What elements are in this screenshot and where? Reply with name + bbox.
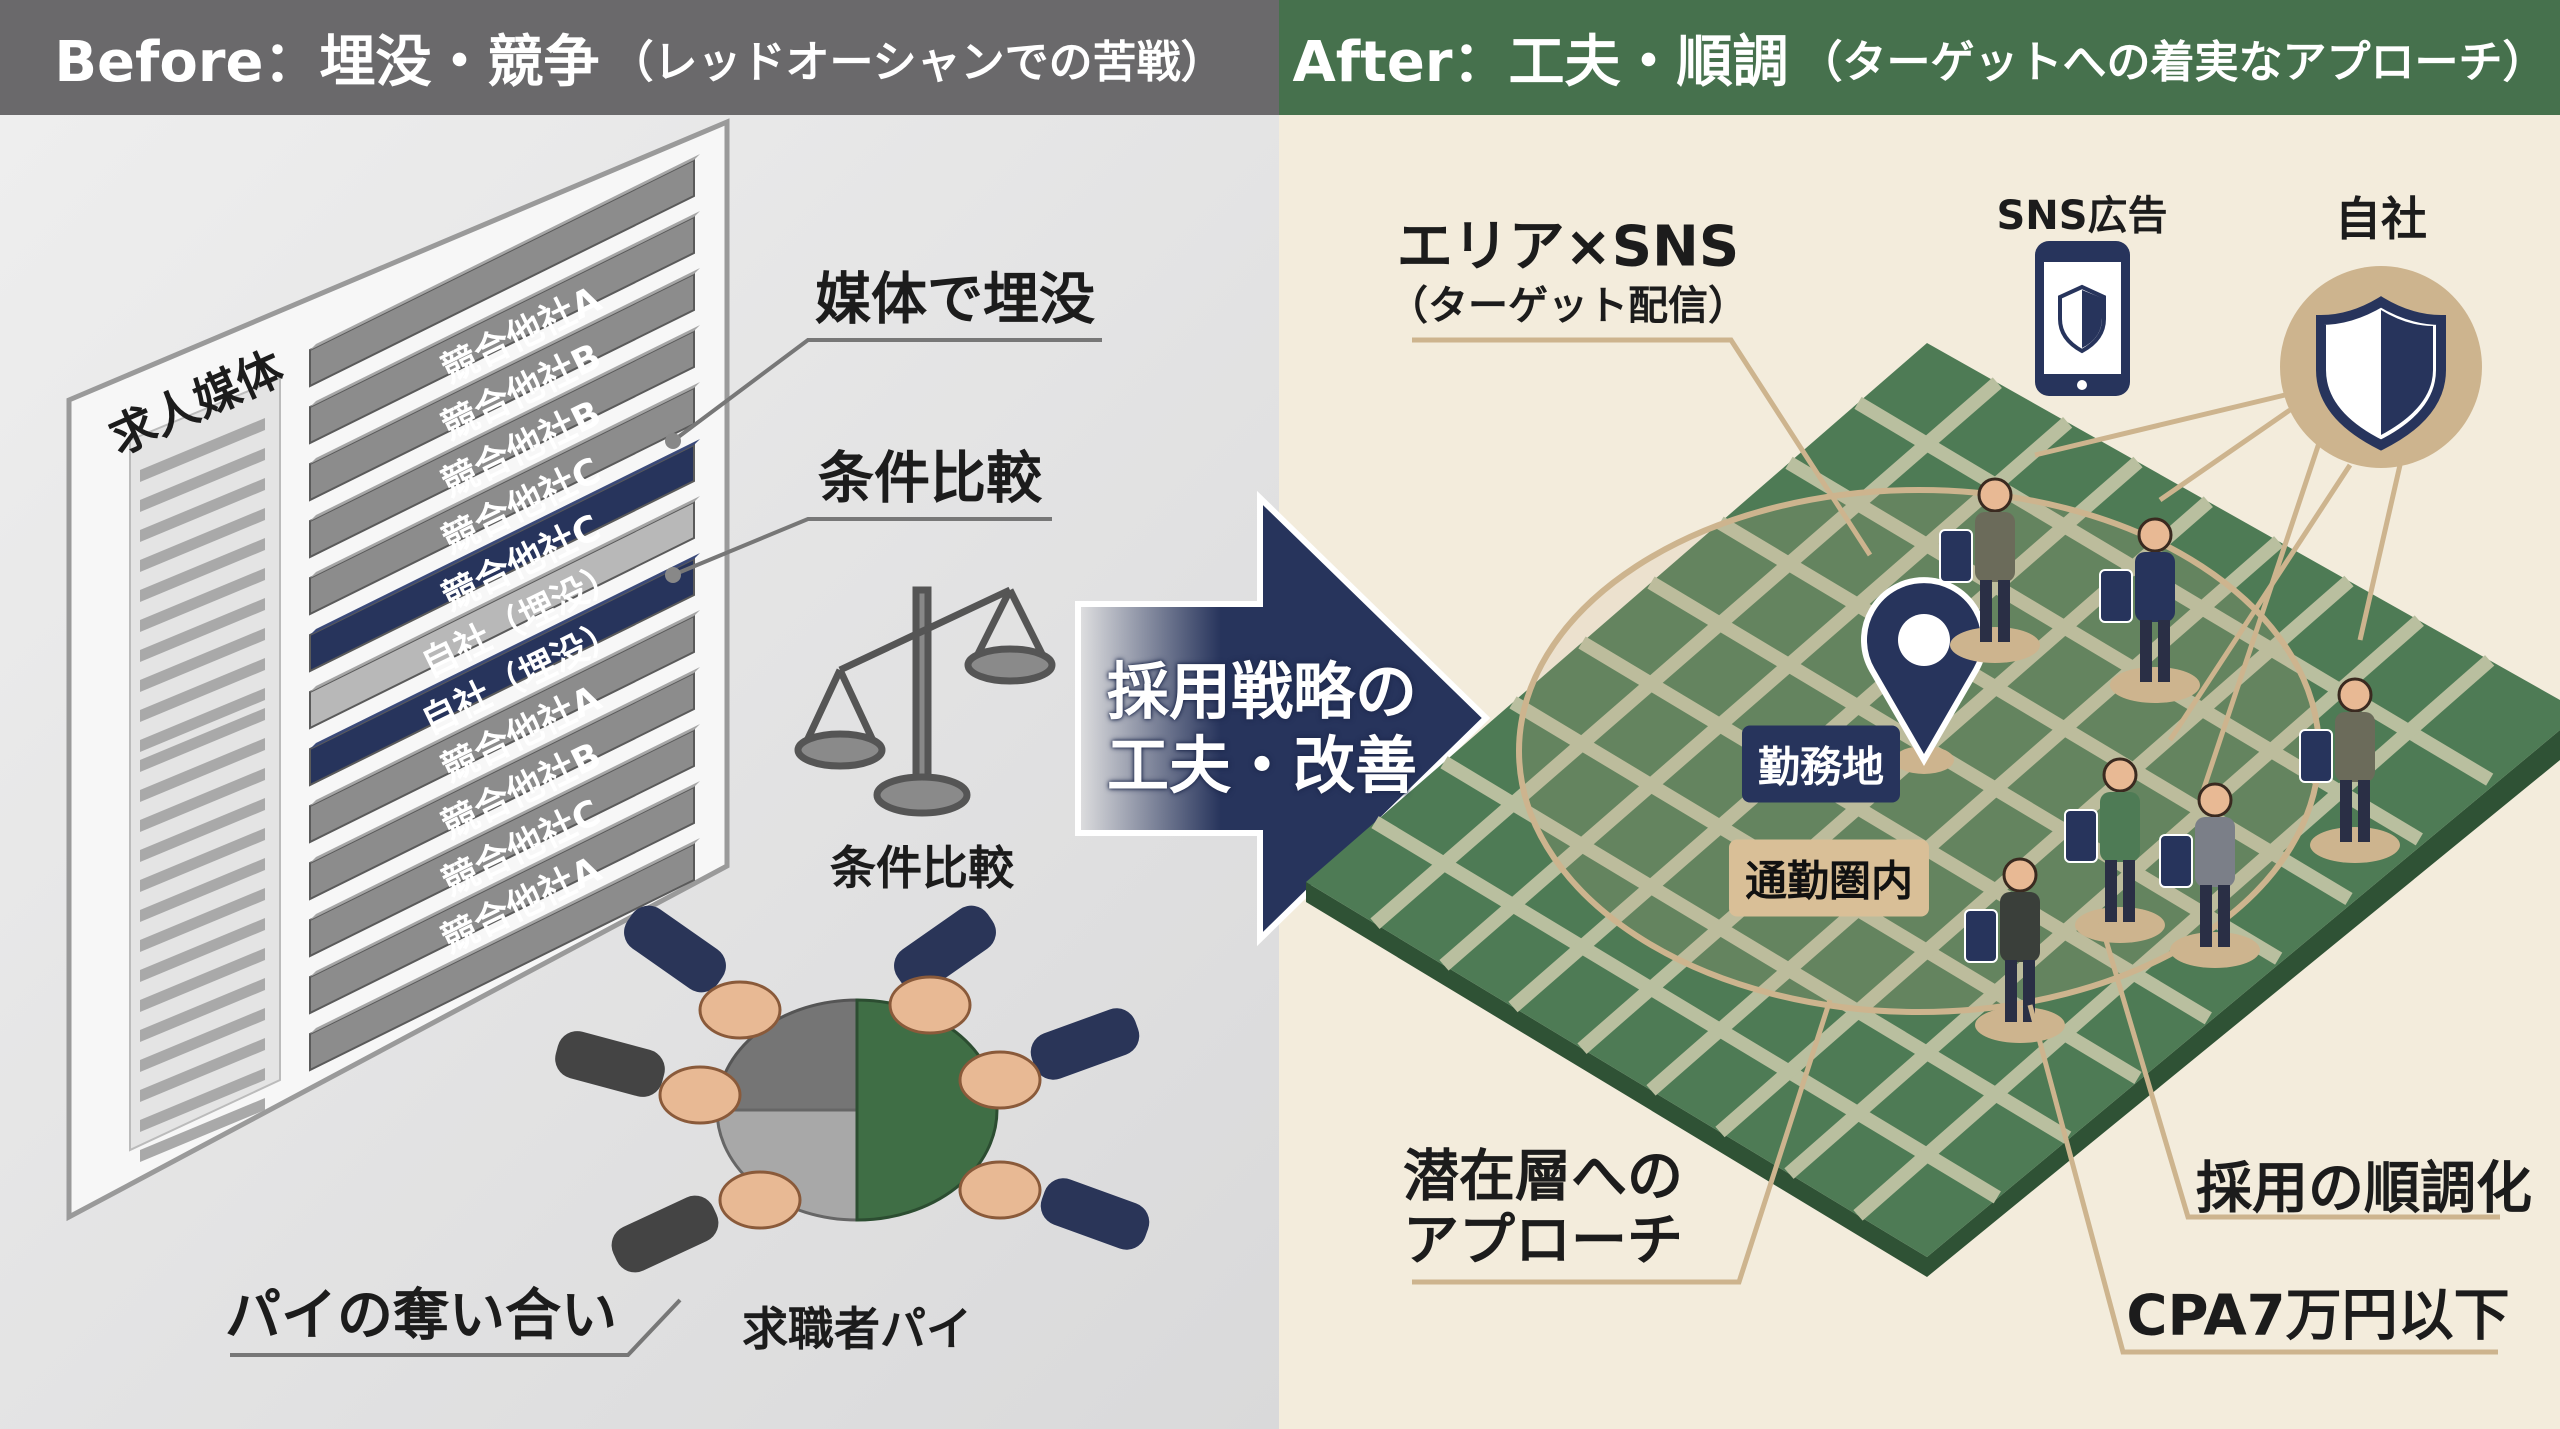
pie-fight-label: パイの奪い合い [225, 1283, 617, 1349]
person-icon [1964, 857, 2065, 1043]
callout-compare: 条件比較 [818, 446, 1042, 512]
commute-area-tag: 通勤圏内 [1728, 839, 1930, 917]
arrow-line1: 採用戦略の [1106, 655, 1418, 728]
listing-bar [309, 838, 700, 1072]
callout-smooth: 採用の順調化 [2196, 1156, 2532, 1222]
work-location-tag: 勤務地 [1741, 725, 1901, 803]
listing-bar [309, 496, 700, 730]
leader-latent [1412, 999, 1833, 1285]
connection-lines [2034, 392, 2403, 801]
person-icon [1939, 477, 2040, 663]
before-title: Before：埋没・競争 [54, 30, 600, 95]
company-badge [2280, 266, 2482, 468]
people [1939, 477, 2400, 1043]
person-icon [2099, 517, 2200, 703]
before-subtitle: （レッドオーシャンでの苦戦） [609, 36, 1225, 88]
listing-bar [309, 553, 700, 787]
sns-label: SNS広告 [1996, 193, 2168, 239]
listing-bar [309, 781, 700, 1015]
scale-caption: 条件比較 [830, 841, 1014, 895]
callout-area: エリア×SNS [1396, 214, 1740, 280]
person-icon [2299, 677, 2400, 863]
scale-icon [794, 586, 1056, 817]
leader-cpa [2027, 1004, 2498, 1355]
smartphone-icon [2035, 241, 2130, 396]
after-subtitle: （ターゲットへの着実なアプローチ） [1798, 36, 2547, 88]
leader-pie [230, 1298, 682, 1357]
listing-bar [309, 667, 700, 901]
pie-caption: 求職者パイ [742, 1302, 972, 1356]
after-title: After：工夫・順調 [1292, 30, 1789, 95]
leader-area [1412, 337, 1873, 557]
listing-bar [309, 154, 700, 388]
callout-latent-2: アプローチ [1403, 1208, 1683, 1274]
callout-latent-1: 潜在層への [1403, 1144, 1683, 1210]
callout-cpa: CPA7万円以下 [2126, 1283, 2510, 1349]
callout-area-sub: （ターゲット配信） [1388, 283, 1748, 329]
leader-buried [671, 338, 1102, 443]
before-header: Before：埋没・競争 （レッドオーシャンでの苦戦） [0, 0, 1279, 115]
listing-bar [309, 439, 700, 673]
listing-bar [309, 724, 700, 958]
hand-icon [658, 975, 1042, 1230]
pie-chart-icon [555, 905, 1150, 1273]
listing-bar [309, 211, 700, 445]
leader-smooth [2097, 919, 2500, 1220]
company-label: 自社 [2335, 192, 2427, 246]
listing-bar [309, 325, 700, 559]
listing-bar [309, 268, 700, 502]
arrow-line2: 工夫・改善 [1106, 729, 1418, 802]
after-header: After：工夫・順調 （ターゲットへの着実なアプローチ） [1279, 0, 2560, 115]
listing-bars [309, 154, 700, 1072]
person-icon [2159, 782, 2260, 968]
leader-compare [672, 517, 1052, 577]
callout-buried: 媒体で埋没 [815, 267, 1095, 333]
listing-bar [309, 610, 700, 844]
person-icon [2064, 757, 2165, 943]
